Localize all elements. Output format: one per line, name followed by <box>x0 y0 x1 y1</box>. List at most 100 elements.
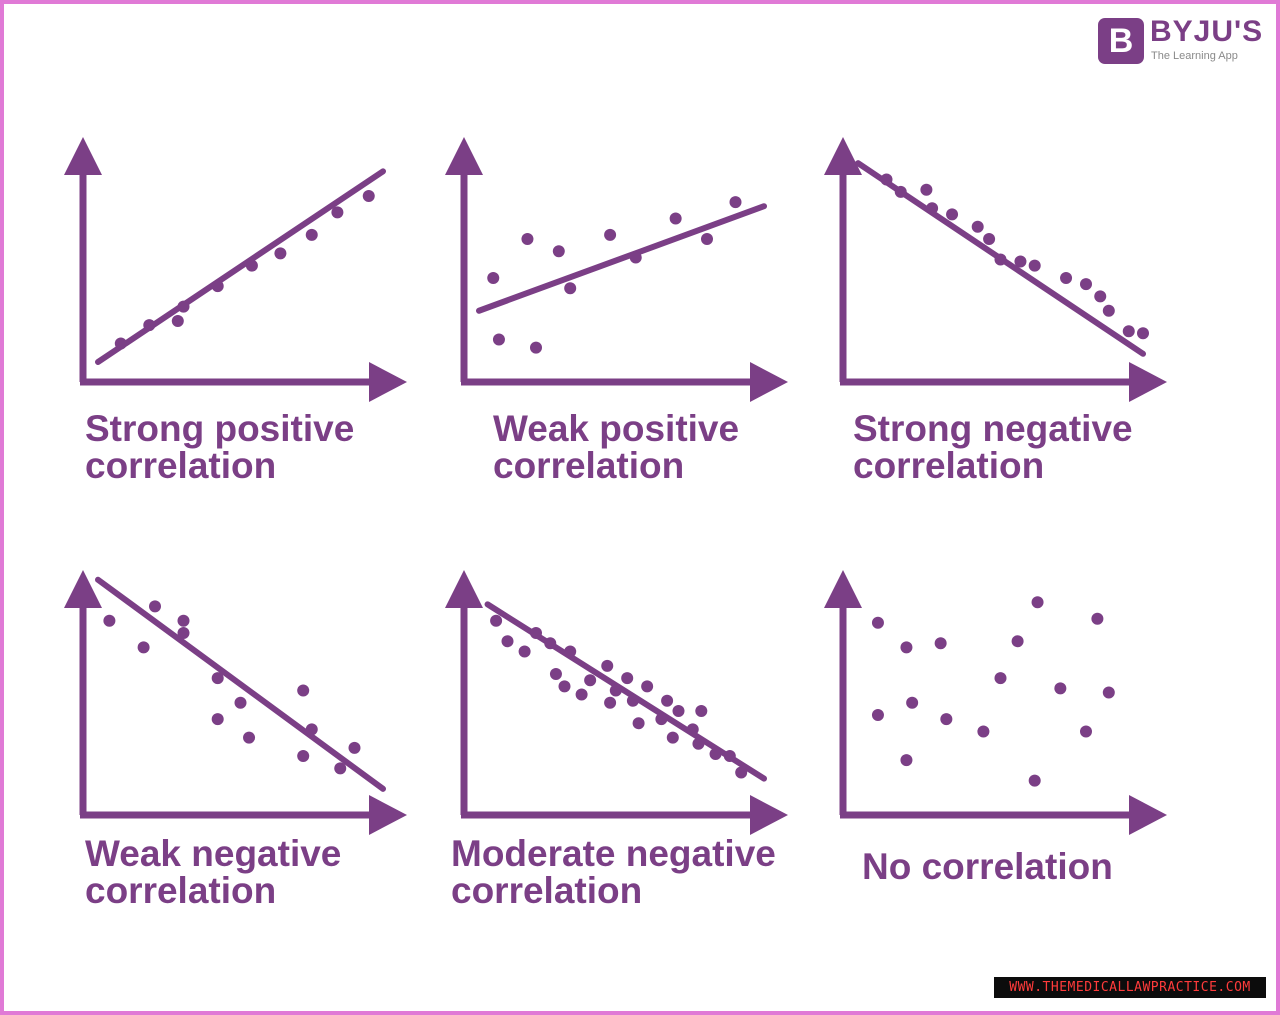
data-point <box>518 645 531 658</box>
data-point <box>661 694 674 707</box>
logo-mark: B <box>1098 18 1144 64</box>
logo-tagline: The Learning App <box>1151 50 1238 62</box>
caption-line: No correlation <box>862 846 1113 887</box>
data-point <box>245 259 258 272</box>
data-point <box>501 635 514 648</box>
caption-line: Strong negative <box>853 408 1133 449</box>
data-point <box>149 600 161 613</box>
data-point <box>584 674 597 687</box>
data-point <box>926 202 939 215</box>
y-axis-arrow-icon <box>445 570 483 608</box>
data-point <box>900 641 913 654</box>
data-point <box>211 280 224 293</box>
data-point <box>1054 682 1067 695</box>
caption-line: Strong positive <box>85 408 355 449</box>
data-point <box>274 247 287 260</box>
data-point <box>1031 596 1044 609</box>
data-point <box>1014 255 1027 268</box>
data-point <box>666 731 679 744</box>
trend-line <box>484 601 767 782</box>
y-axis-arrow-icon <box>64 570 102 608</box>
data-point <box>900 754 913 767</box>
data-point <box>994 253 1007 266</box>
data-point <box>530 627 542 640</box>
data-point <box>234 696 247 709</box>
data-point <box>686 723 699 736</box>
data-point <box>946 208 959 221</box>
data-point <box>609 684 622 697</box>
data-point <box>487 271 500 284</box>
data-point <box>211 713 224 726</box>
data-point <box>137 641 150 654</box>
data-point <box>920 183 933 196</box>
data-point <box>348 741 361 754</box>
data-point <box>1091 612 1104 625</box>
data-point <box>641 680 654 693</box>
data-point <box>626 694 639 707</box>
data-point <box>1028 259 1041 272</box>
data-point <box>695 704 708 717</box>
data-point <box>701 233 713 245</box>
x-axis-arrow-icon <box>1129 362 1167 402</box>
data-point <box>564 282 577 295</box>
data-point <box>621 672 634 685</box>
caption-line: Weak positive <box>493 408 740 449</box>
data-point <box>672 704 685 717</box>
data-point <box>880 173 893 186</box>
data-point <box>575 688 588 701</box>
y-axis-arrow-icon <box>64 137 102 175</box>
y-axis-arrow-icon <box>445 137 483 175</box>
data-point <box>564 645 577 658</box>
watermark-url: WWW.THEMEDICALLAWPRACTICE.COM <box>994 977 1266 998</box>
data-point <box>1137 327 1149 340</box>
caption-line: correlation <box>85 870 277 911</box>
data-point <box>692 737 705 750</box>
logo-name: BYJU'S <box>1150 15 1264 48</box>
data-point <box>1102 304 1115 317</box>
y-axis-arrow-icon <box>824 137 862 175</box>
x-axis-arrow-icon <box>1129 795 1167 835</box>
caption-line: Weak negative <box>85 833 342 874</box>
data-point <box>177 627 190 640</box>
data-point <box>558 680 571 693</box>
caption-line: correlation <box>85 445 277 486</box>
data-point <box>1028 774 1041 787</box>
data-point <box>994 672 1007 685</box>
data-point <box>305 228 318 241</box>
panel-5 <box>445 570 788 835</box>
panel-4 <box>64 570 407 835</box>
data-point <box>735 766 748 779</box>
data-point <box>983 233 996 245</box>
data-point <box>604 228 617 241</box>
data-point <box>977 725 990 738</box>
data-point <box>971 220 984 233</box>
data-point <box>629 251 642 264</box>
data-point <box>1094 290 1107 303</box>
data-point <box>934 637 947 650</box>
data-point <box>709 748 722 760</box>
data-point <box>871 709 884 722</box>
data-point <box>871 616 884 629</box>
data-point <box>331 206 344 219</box>
data-point <box>143 319 156 332</box>
data-point <box>552 245 565 258</box>
trend-line <box>95 168 386 365</box>
data-point <box>490 614 503 627</box>
data-point <box>669 212 682 225</box>
panel-3 <box>824 137 1167 402</box>
panel-6 <box>824 570 1167 835</box>
data-point <box>211 672 224 685</box>
data-point <box>601 659 614 672</box>
data-point <box>544 637 557 650</box>
data-point <box>171 315 184 327</box>
caption-panel-6: No correlation <box>862 848 1113 885</box>
panel-2 <box>445 137 788 402</box>
data-point <box>549 668 562 681</box>
data-point <box>177 614 190 627</box>
data-point <box>894 185 907 198</box>
data-point <box>940 713 953 726</box>
